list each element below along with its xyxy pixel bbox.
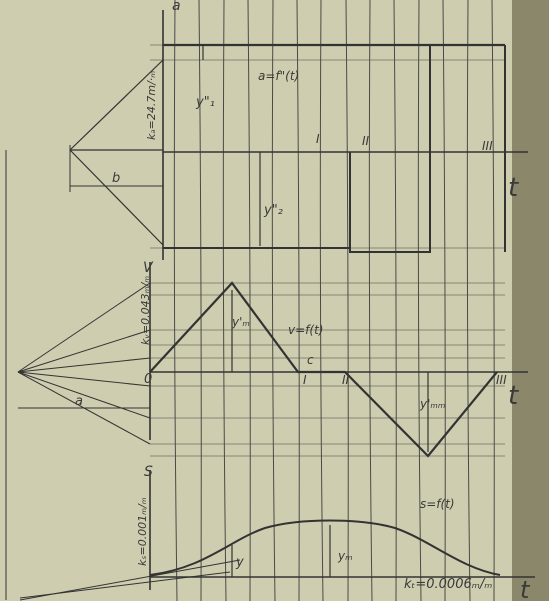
marker-iii-top: III: [482, 139, 493, 153]
grid-line-vertical: [296, 0, 300, 601]
grid-line-vertical: [271, 0, 276, 601]
y2-label: y"₂: [263, 203, 283, 218]
displacement-diagram: [19, 470, 535, 601]
marker-ii-top: II: [362, 134, 370, 148]
y-v-label: y'ₘ: [231, 315, 250, 329]
b-label: b: [112, 171, 120, 186]
grid-line-vertical: [368, 0, 373, 601]
grid-line-vertical: [393, 0, 397, 601]
marker-iii-mid: III: [496, 373, 507, 387]
grid-line-vertical: [222, 0, 227, 601]
ka-label: kₐ=24.7m/·ₘ: [145, 71, 158, 140]
grid-line-vertical: [173, 0, 178, 601]
c-label: c: [307, 353, 314, 367]
acceleration-diagram: [5, 10, 528, 600]
grid-line-vertical: [247, 0, 251, 601]
t-mid-label: t: [508, 381, 519, 411]
y-m-label: yₘ: [337, 549, 353, 563]
s-curve: [149, 519, 501, 576]
vertical-grid-lines: [173, 0, 495, 601]
grid-line-vertical: [319, 0, 324, 601]
grid-line-vertical: [198, 0, 202, 601]
velocity-diagram: [17, 262, 528, 458]
pole-ray-a1: [69, 59, 164, 151]
kv-label: kᵥ=0.043ₘ/ₘ: [139, 276, 152, 345]
pole-ray-v5: [17, 371, 151, 419]
v-curve-label: v=f(t): [288, 323, 323, 337]
a-axis-label: a: [172, 0, 181, 14]
a-curve-second: [349, 45, 431, 253]
grid-line-vertical: [442, 0, 446, 601]
a-curve-label: a=f"(t): [258, 69, 299, 83]
grid-line-vertical: [466, 0, 471, 601]
t-bottom-label: t: [520, 576, 531, 601]
v-axis-label: V: [143, 260, 154, 276]
y-s-label: y: [235, 555, 244, 570]
pole-ray-s2: [19, 559, 241, 601]
y-v2-label: y'ₘₘ: [419, 397, 445, 411]
grid-line-vertical: [417, 0, 422, 601]
pole-ray-a2: [69, 149, 164, 246]
kt-label: kₜ=0.0006ₘ/ₘ: [404, 577, 492, 592]
pole-ray-v2: [17, 329, 151, 373]
paper-edge-shadow: [512, 0, 549, 601]
marker-i-top: I: [316, 132, 320, 146]
t-top-label: t: [508, 173, 519, 203]
s-axis-label: S: [144, 464, 153, 480]
marker-ii-mid: II: [342, 373, 350, 387]
marker-i-mid: I: [303, 373, 307, 387]
v-curve: [149, 281, 498, 458]
pole-ray-v4: [17, 371, 151, 387]
diagram-labels: a t a=f"(t) kₐ=24.7m/·ₘ y"₁ y"₂ b I II I…: [75, 0, 531, 601]
pole-ray-v3: [17, 357, 151, 373]
paper-sheet: [0, 0, 512, 601]
pole-ray-v1: [17, 282, 151, 373]
zero-label: 0: [144, 372, 152, 387]
y1-label: y"₁: [195, 95, 215, 110]
s-curve-label: s=f(t): [420, 497, 455, 511]
grid-line-vertical: [491, 0, 495, 601]
ks-label: kₛ=0.001ₘ/ₘ: [136, 497, 149, 566]
grid-line-vertical: [345, 0, 349, 601]
a-pole-label: a: [75, 394, 83, 409]
